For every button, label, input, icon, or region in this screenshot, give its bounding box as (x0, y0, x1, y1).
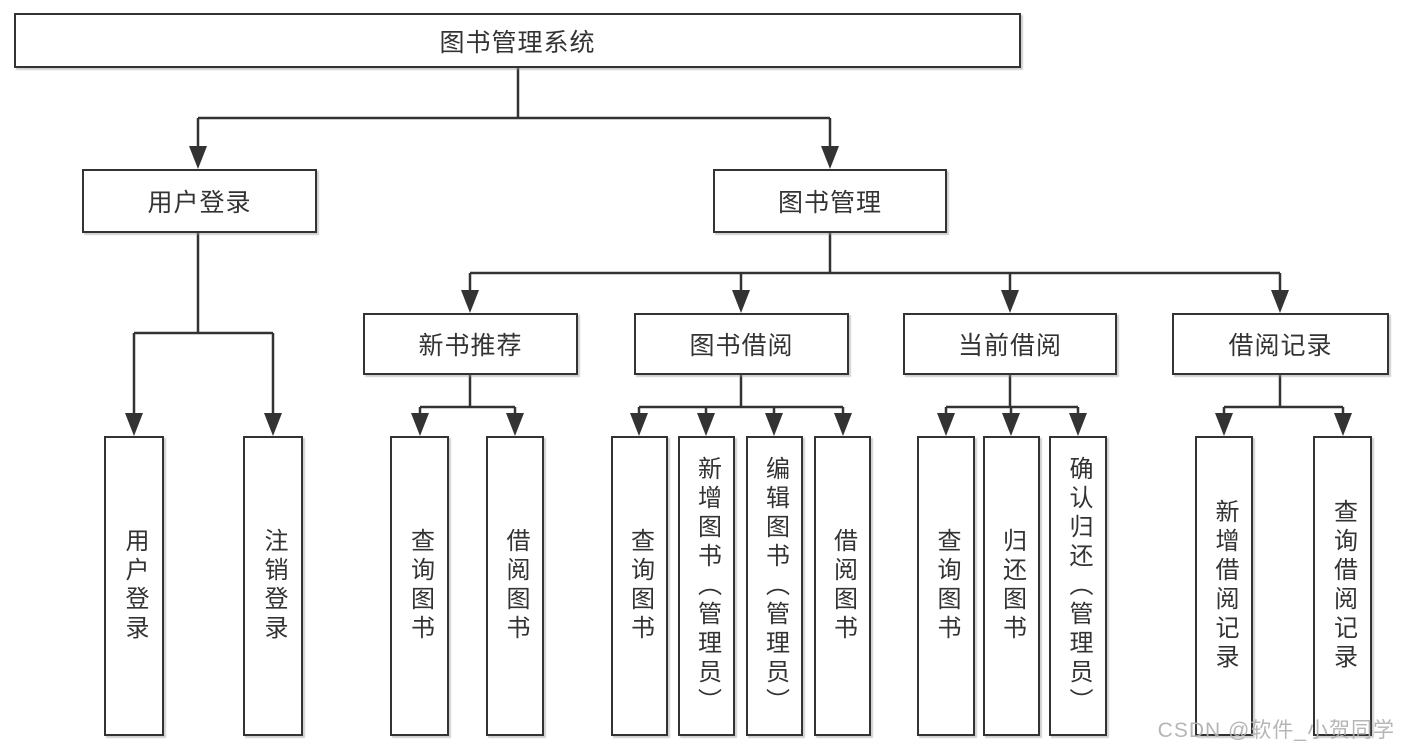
connector-user-login (132, 233, 275, 416)
node-user-login-label: 用户登录 (147, 189, 252, 217)
arrowhead-icon (189, 146, 207, 169)
node-root: 图书管理系统 (14, 13, 1021, 68)
arrowhead-icon (1002, 413, 1020, 436)
leaf-logout-label: 注销登录 (260, 528, 287, 644)
arrowhead-icon (411, 413, 429, 436)
leaf-add-borrow-record: 新增借阅记录 (1195, 436, 1253, 736)
leaf-query-book-2-label: 查询图书 (626, 528, 654, 644)
leaf-confirm-return-admin: 确认归还（管理员） (1049, 436, 1107, 736)
leaf-query-borrow-record-label: 查询借阅记录 (1329, 499, 1357, 673)
arrowhead-icon (1215, 413, 1233, 436)
node-book-management-label: 图书管理 (777, 189, 882, 217)
arrowhead-icon (937, 413, 955, 436)
leaf-query-book-1-label: 查询图书 (406, 528, 434, 644)
watermark: CSDN @软件_小贺同学 (1157, 719, 1395, 742)
leaf-return-book: 归还图书 (983, 436, 1040, 736)
arrowhead-icon (1334, 413, 1352, 436)
connector-borrow-records (1222, 375, 1345, 416)
leaf-return-book-label: 归还图书 (998, 528, 1026, 644)
node-root-label: 图书管理系统 (439, 28, 596, 57)
node-book-borrow-label: 图书借阅 (689, 332, 794, 360)
arrowhead-icon (697, 413, 715, 436)
connector-root (196, 68, 832, 150)
arrowhead-icon (732, 290, 750, 313)
leaf-logout: 注销登录 (243, 436, 303, 736)
node-borrow-records: 借阅记录 (1172, 313, 1389, 375)
arrowhead-icon (1271, 290, 1289, 313)
node-user-login: 用户登录 (82, 169, 317, 233)
connector-book-borrow (637, 375, 845, 416)
leaf-query-book-3: 查询图书 (917, 436, 975, 736)
leaf-query-borrow-record: 查询借阅记录 (1313, 436, 1372, 736)
leaf-borrow-book-2: 借阅图书 (814, 436, 871, 736)
connector-book-management (468, 233, 1282, 292)
arrowhead-icon (765, 413, 783, 436)
arrowhead-icon (821, 146, 839, 169)
leaf-add-borrow-record-label: 新增借阅记录 (1211, 499, 1238, 673)
arrowhead-icon (264, 413, 282, 436)
arrowhead-icon (506, 413, 524, 436)
node-book-borrow: 图书借阅 (634, 313, 849, 375)
node-new-book-recommend: 新书推荐 (363, 313, 578, 375)
arrowheads (125, 146, 1352, 436)
arrowhead-icon (1069, 413, 1087, 436)
arrowhead-icon (630, 413, 648, 436)
leaf-confirm-return-admin-label: 确认归还（管理员） (1065, 455, 1092, 717)
leaf-add-book-admin: 新增图书（管理员） (678, 436, 735, 736)
leaf-query-book-3-label: 查询图书 (933, 528, 960, 644)
leaf-edit-book-admin-label: 编辑图书（管理员） (761, 455, 789, 717)
leaf-query-book-2: 查询图书 (611, 436, 668, 736)
node-book-management: 图书管理 (713, 169, 947, 233)
arrowhead-icon (1001, 290, 1019, 313)
arrowhead-icon (834, 413, 852, 436)
leaf-user-login-label: 用户登录 (121, 528, 148, 644)
leaf-query-book-1: 查询图书 (390, 436, 449, 736)
leaf-borrow-book-1-label: 借阅图书 (502, 528, 529, 644)
node-current-borrow: 当前借阅 (903, 313, 1117, 375)
node-borrow-records-label: 借阅记录 (1228, 332, 1333, 360)
leaf-borrow-book-2-label: 借阅图书 (829, 528, 857, 644)
connector-current-borrow (944, 375, 1080, 416)
arrowhead-icon (461, 290, 479, 313)
leaf-edit-book-admin: 编辑图书（管理员） (746, 436, 803, 736)
connector-new-book-recommend (418, 375, 517, 416)
leaf-add-book-admin-label: 新增图书（管理员） (693, 455, 721, 717)
node-current-borrow-label: 当前借阅 (957, 332, 1062, 360)
leaf-borrow-book-1: 借阅图书 (486, 436, 544, 736)
leaf-user-login: 用户登录 (104, 436, 164, 736)
node-new-book-recommend-label: 新书推荐 (418, 332, 523, 360)
arrowhead-icon (125, 413, 143, 436)
